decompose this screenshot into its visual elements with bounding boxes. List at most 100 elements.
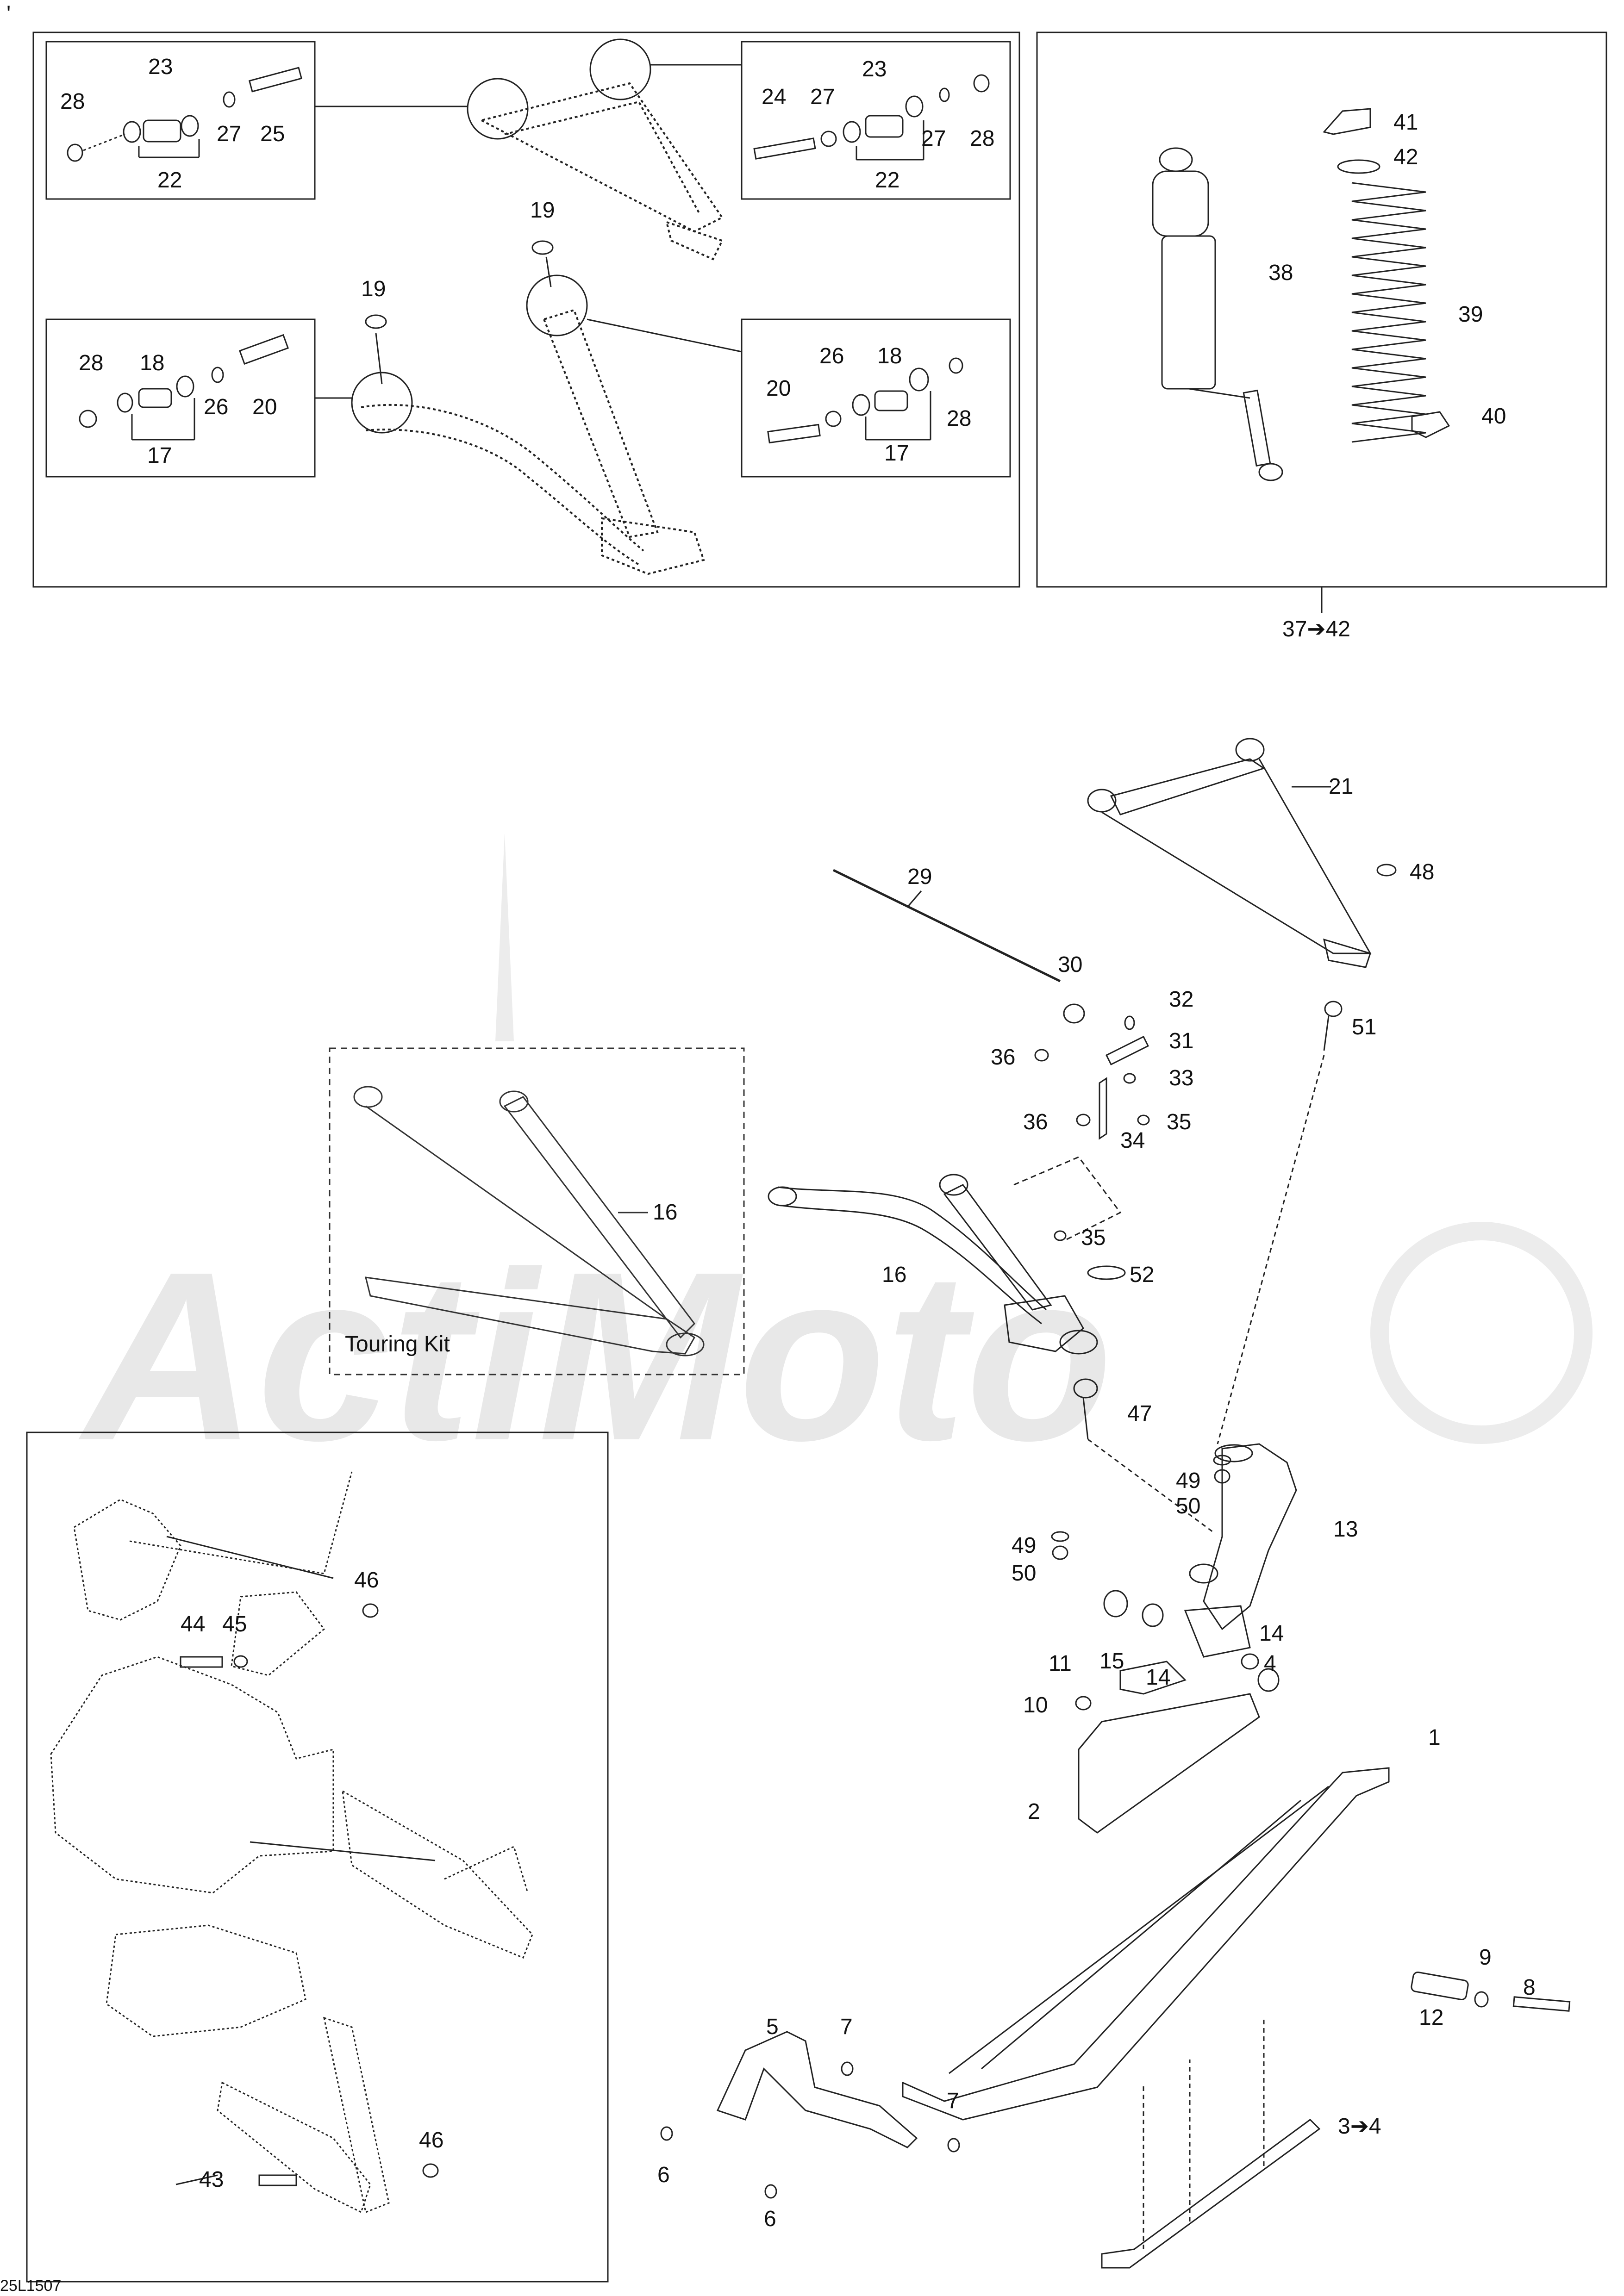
washer-49: [1213, 1455, 1231, 1466]
callout-49: 49: [1176, 1468, 1200, 1493]
spring-retainer: [1323, 108, 1371, 135]
callout-42: 42: [1393, 145, 1418, 169]
callout-26: 26: [819, 344, 844, 368]
callout-35: 35: [1167, 1110, 1191, 1134]
callout-38: 38: [1268, 261, 1293, 285]
panel-frame: [329, 1047, 745, 1375]
callout-44: 44: [181, 1612, 205, 1636]
washer-19-upper: [531, 240, 554, 255]
panel-frame: [26, 1431, 609, 2283]
callout-17: 17: [147, 443, 172, 468]
callout-41: 41: [1393, 110, 1418, 135]
callout-31: 31: [1169, 1029, 1193, 1053]
shock-panel: [1036, 31, 1607, 613]
nut-50: [1052, 1545, 1068, 1560]
washer-19-lower: [365, 314, 387, 329]
panel-frame: [1036, 31, 1607, 588]
callout-50: 50: [1176, 1494, 1200, 1518]
arrow: [375, 333, 383, 385]
callout-47: 47: [1127, 1401, 1152, 1426]
ball-joint-stud: [1323, 1015, 1330, 1051]
ball-joint-51: [1324, 1001, 1343, 1017]
arrow: [545, 256, 552, 287]
callout-40: 40: [1481, 404, 1506, 429]
watermark-spire: [495, 833, 514, 1041]
callout-43: 43: [199, 2167, 224, 2192]
callout-7: 7: [947, 2089, 959, 2113]
callout-4: 4: [1264, 1651, 1276, 1676]
callout-18: 18: [140, 351, 164, 375]
callout-19: 19: [361, 277, 386, 301]
callout-5: 5: [766, 2015, 779, 2039]
callout-28: 28: [947, 406, 971, 431]
callout-35: 35: [1081, 1226, 1106, 1250]
nut-10: [1075, 1696, 1092, 1711]
washer-45: [233, 1655, 248, 1668]
callout-22: 22: [157, 168, 182, 193]
ski-1: [902, 1767, 1390, 2121]
nut-46: [362, 1603, 379, 1618]
callout-16: 16: [653, 1200, 677, 1225]
callout-46: 46: [354, 1568, 379, 1593]
callout-2: 2: [1028, 1799, 1040, 1824]
circlip-42: [1337, 159, 1380, 174]
callout-9: 9: [1479, 1945, 1492, 1970]
bushing-14: [1257, 1668, 1280, 1692]
callout-22: 22: [875, 168, 899, 193]
watermark: ActiMoto: [76, 833, 1593, 1491]
callout-27: 27: [921, 126, 946, 151]
callout-27: 27: [217, 122, 241, 146]
callout-28: 28: [970, 126, 994, 151]
leader: [587, 318, 742, 353]
bracket-31: [1105, 1035, 1149, 1066]
spring-stopper: [1411, 411, 1450, 438]
callout-27: 27: [810, 85, 835, 109]
nut-4: [1241, 1653, 1259, 1670]
callout-36: 36: [991, 1045, 1015, 1070]
callout-28: 28: [79, 351, 103, 375]
figure-id: 25L1507: [0, 2277, 61, 2295]
callout-24: 24: [762, 85, 786, 109]
panel-frame: [32, 31, 1020, 588]
callout-45: 45: [222, 1612, 247, 1636]
callout-25: 25: [260, 122, 285, 146]
hardware-upper-right: [753, 74, 990, 161]
inset-upper-right: [741, 41, 1011, 200]
dashed-guide: [1087, 1438, 1213, 1533]
runner-3-4: [1101, 2119, 1321, 2269]
spindle-13: [1184, 1443, 1297, 1658]
bolt-8: [1512, 1996, 1571, 2012]
inset-lower-right: [741, 318, 1011, 478]
callout-8: 8: [1523, 1975, 1536, 2000]
bushing-14: [1142, 1603, 1164, 1627]
steering-rod-29: [832, 869, 1061, 983]
callout-50: 50: [1012, 1561, 1036, 1586]
washer-9: [1474, 1991, 1489, 2008]
watermark-text: ActiMoto: [76, 1222, 1113, 1491]
touring-arm-lower-tube: [365, 1276, 695, 1355]
touring-kit-label: Touring Kit: [345, 1332, 450, 1356]
callout-30: 30: [1058, 952, 1082, 977]
dashed-guide: [1013, 1156, 1122, 1241]
detail-circle-3: [526, 274, 588, 336]
corner-mark: ': [6, 2, 11, 26]
ski-leg-2: [1078, 1693, 1260, 1834]
callout-6: 6: [657, 2163, 670, 2187]
bolt-6: [660, 2126, 673, 2141]
callout-12: 12: [1419, 2005, 1443, 2030]
callout-34: 34: [1120, 1128, 1145, 1153]
detail-circle-4: [351, 372, 413, 434]
detail-circle-2: [589, 38, 651, 100]
callout-29: 29: [907, 865, 932, 889]
upper-a-arm-outline: [479, 82, 724, 261]
watermark-wheel: [1370, 1222, 1593, 1444]
bolt-7: [947, 2138, 960, 2153]
callout-14: 14: [1259, 1621, 1284, 1646]
ball-joint-47: [1073, 1378, 1098, 1399]
leader: [175, 2174, 218, 2185]
bolt-43: [258, 2174, 297, 2186]
callout-11: 11: [1049, 1651, 1072, 1676]
hardware-lower-right: [767, 357, 963, 444]
nut-36: [1076, 1114, 1091, 1126]
callout-36: 36: [1023, 1110, 1048, 1134]
